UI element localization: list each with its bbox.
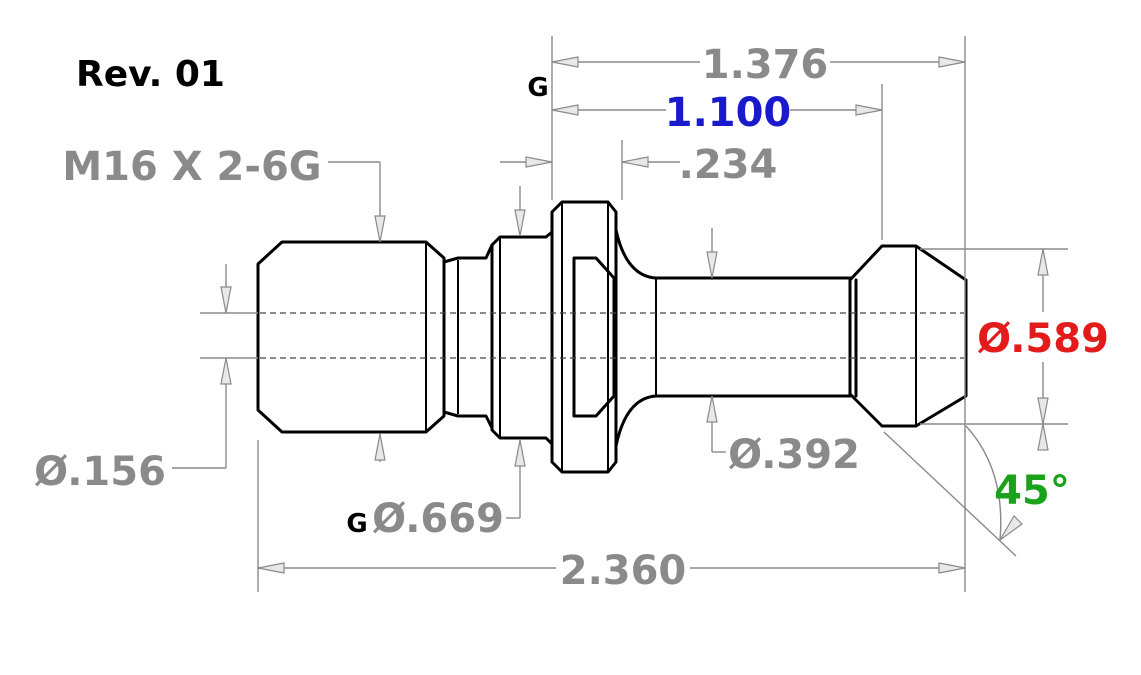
dim-flange-to-head: 1.100 — [665, 90, 792, 136]
datum-mark-top: G — [527, 73, 548, 103]
neck — [614, 228, 852, 448]
dim-flange-to-end: 1.376 — [702, 42, 829, 88]
dim-flange-width: .234 — [679, 142, 778, 188]
dim-thread-callout: M16 X 2-6G — [62, 144, 321, 190]
dim-center-bore: Ø.156 — [34, 449, 166, 495]
head — [848, 244, 968, 428]
revision-label: Rev. 01 — [76, 54, 225, 95]
datum-mark-bottom: G — [346, 509, 367, 539]
flange-recess — [572, 256, 616, 418]
dim-chamfer-angle: 45° — [994, 468, 1070, 514]
part-outline — [256, 200, 968, 474]
threaded-body — [256, 240, 446, 434]
dim-overall-length: 2.360 — [560, 548, 687, 594]
dim-neck-dia: Ø.392 — [728, 432, 860, 478]
dimension-lines — [172, 36, 1068, 592]
flange — [550, 200, 618, 474]
dim-head-dia: Ø.589 — [977, 316, 1109, 362]
dim-collar-dia: Ø.669 — [372, 496, 504, 542]
relief-groove — [442, 243, 494, 430]
